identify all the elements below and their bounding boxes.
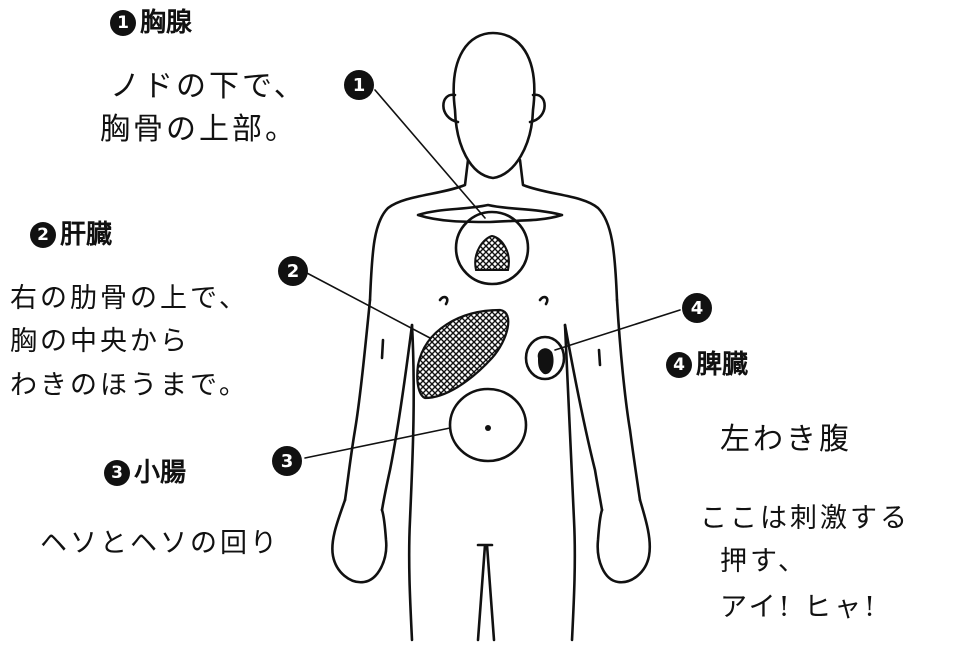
- section-2-number: 2: [30, 222, 56, 248]
- section-4-number: 4: [666, 352, 692, 378]
- leader-3: [305, 428, 450, 458]
- marker-4: 4: [682, 293, 712, 323]
- section-1-title: 胸腺: [140, 10, 192, 36]
- section-1-note-line-2: 胸骨の上部。: [100, 115, 298, 145]
- section-3-note-line-1: ヘソとヘソの回り: [40, 530, 280, 557]
- leg-gap: [478, 545, 494, 640]
- section-3-number: 3: [104, 460, 130, 486]
- section-4-note-line-1: 左わき腹: [720, 425, 852, 455]
- hand-right: [598, 500, 650, 582]
- nipple-right: [540, 297, 547, 304]
- nipple-left: [440, 297, 447, 304]
- torso-left: [409, 325, 414, 640]
- spleen-organ: [538, 348, 554, 374]
- section-2-note-line-2: 胸の中央から: [10, 328, 190, 355]
- section-4-note-line-4: アイ! ヒャ!: [720, 594, 878, 621]
- head-outline: [454, 33, 535, 178]
- hand-left: [332, 500, 386, 582]
- arm-line-left: [382, 340, 383, 358]
- section-2-note-line-3: わきのほうまで。: [10, 372, 249, 399]
- section-4-note-line-3: 押す、: [720, 548, 808, 575]
- marker-1: 1: [344, 70, 374, 100]
- marker-2: 2: [278, 256, 308, 286]
- section-4-note-line-2: ここは刺激する: [700, 505, 910, 532]
- arm-left-outer: [345, 300, 370, 500]
- section-2-note-line-1: 右の肋骨の上で、: [10, 285, 249, 312]
- navel: [485, 425, 491, 431]
- clavicle: [418, 205, 562, 222]
- section-1-number: 1: [110, 10, 136, 36]
- section-2-heading: 2 肝臓: [30, 222, 112, 248]
- section-4-heading: 4 脾臓: [666, 352, 748, 378]
- section-1-note-line-1: ノドの下で、: [110, 72, 307, 102]
- liver-organ: [417, 310, 508, 398]
- section-3-heading: 3 小腸: [104, 460, 186, 486]
- section-4-title: 脾臓: [696, 352, 748, 378]
- arm-right-outer: [617, 300, 640, 500]
- section-1-heading: 1 胸腺: [110, 10, 192, 36]
- section-2-title: 肝臓: [60, 222, 112, 248]
- arm-line-right: [599, 350, 600, 365]
- arm-left-inner: [382, 325, 412, 510]
- marker-3: 3: [272, 446, 302, 476]
- leader-1: [375, 90, 485, 218]
- thymus-organ: [475, 236, 509, 270]
- section-3-title: 小腸: [134, 460, 186, 486]
- neck-shoulder-right: [520, 160, 617, 300]
